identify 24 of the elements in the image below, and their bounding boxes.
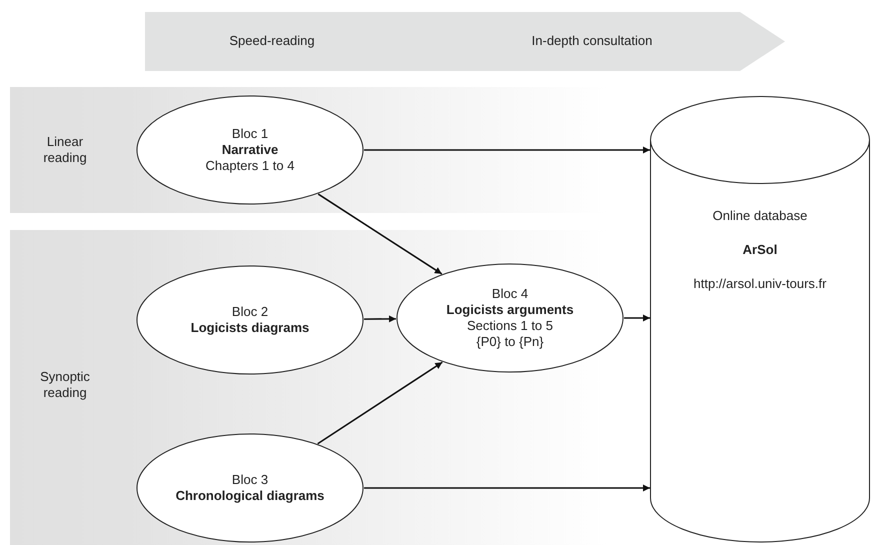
band-label: Synoptic reading [39,369,91,401]
arrow [317,362,443,444]
bloc-number: Bloc 3 [232,472,268,488]
arrow [364,484,650,492]
arrow [364,315,396,322]
bloc-title: Narrative [222,142,278,158]
arrow [364,146,650,154]
bloc-number: Bloc 2 [232,304,268,320]
bloc-title: Logicists arguments [446,302,574,318]
stage-label: In-depth consultation [532,33,652,49]
band-label: Linear reading [42,134,88,166]
bloc-detail: {P0} to {Pn} [476,334,544,350]
stage-label: Speed-reading [229,33,315,49]
bloc-detail: Sections 1 to 5 [467,318,553,334]
bloc-title: Chronological diagrams [176,488,324,504]
arrow [624,314,650,322]
database-label: Online database [712,208,808,224]
bloc-title: Logicists diagrams [190,320,310,336]
bloc-detail: Chapters 1 to 4 [206,158,294,174]
arrow [318,193,442,275]
bloc-number: Bloc 1 [232,126,268,142]
database-name: ArSol [742,242,778,258]
bloc-number: Bloc 4 [492,286,528,302]
database-url: http://arsol.univ-tours.fr [694,276,826,292]
